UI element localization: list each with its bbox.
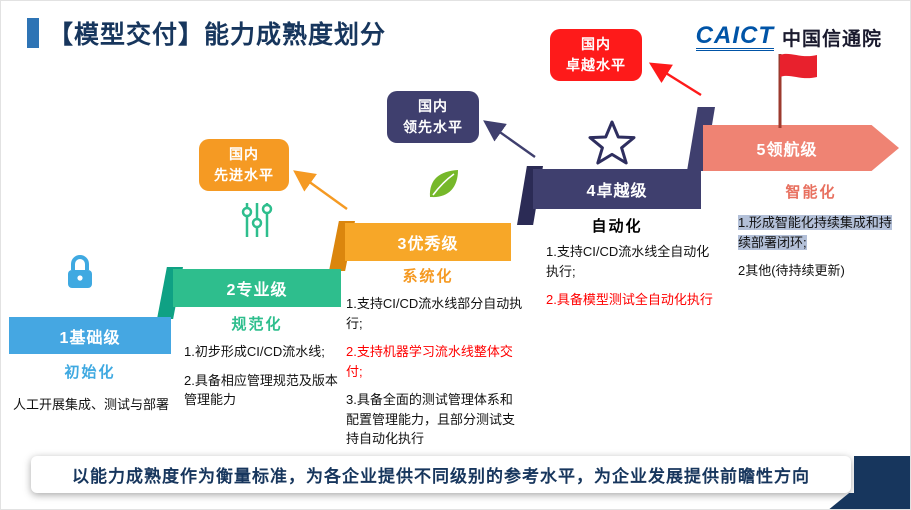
- list-item: 3.具备全面的测试管理体系和配置管理能力，且部分测试支持自动化执行: [346, 392, 516, 446]
- badge-domestic-leading: 国内 领先水平: [387, 91, 479, 143]
- title-bullet: [27, 18, 39, 48]
- level4-keyword: 自动化: [591, 218, 643, 235]
- level3-keyword: 系统化: [402, 268, 454, 285]
- level1-label: 1基础级: [59, 329, 121, 347]
- corner-decoration: [827, 493, 910, 509]
- level5-label: 5领航级: [756, 142, 818, 159]
- badge-domestic-excellent: 国内 卓越水平: [550, 29, 642, 81]
- badge-line: 国内: [581, 36, 611, 52]
- level5-keyword: 智能化: [785, 184, 837, 201]
- level3-description: 1.支持CI/CD流水线部分自动执行; 2.支持机器学习流水线整体交付; 3.具…: [346, 294, 524, 449]
- level3-label: 3优秀级: [397, 236, 459, 253]
- badge-line: 领先水平: [403, 119, 463, 135]
- arrow-to-excellent-badge: [648, 62, 702, 97]
- badge-line: 先进水平: [214, 167, 274, 183]
- footer-navy-bar: [854, 456, 910, 493]
- badge-line: 卓越水平: [566, 57, 626, 73]
- arrow-to-advanced-badge: [293, 170, 348, 210]
- level2-label: 2专业级: [226, 282, 288, 299]
- list-item: 1.初步形成CI/CD流水线;: [184, 344, 325, 359]
- list-item: 1.支持CI/CD流水线部分自动执行;: [346, 296, 523, 331]
- flag-icon: [778, 53, 817, 128]
- list-item: 1.形成智能化持续集成和持续部署闭环;: [738, 213, 900, 252]
- level3-bar: 3优秀级: [345, 223, 511, 261]
- leaf-icon: [429, 170, 458, 198]
- badge-line: 国内: [418, 98, 448, 114]
- level5-description: 1.形成智能化持续集成和持续部署闭环; 2其他(待持续更新): [738, 213, 900, 281]
- level4-bar: 4卓越级: [533, 169, 701, 209]
- level1-description: 人工开展集成、测试与部署: [13, 395, 171, 415]
- level2-bar: 2专业级: [173, 269, 341, 307]
- list-item: 2其他(待持续更新): [738, 263, 845, 278]
- level2-description: 1.初步形成CI/CD流水线; 2.具备相应管理规范及版本管理能力: [184, 342, 347, 410]
- sliders-icon: [241, 203, 273, 237]
- lock-icon: [68, 255, 92, 288]
- highlighted-text: 1.形成智能化持续集成和持续部署闭环;: [738, 215, 892, 250]
- star-icon: [588, 120, 636, 165]
- level5-arrow-bar: 5领航级: [703, 125, 899, 171]
- caict-logo-abbr: CAICT: [695, 23, 774, 52]
- level1-bar: 1基础级: [9, 317, 171, 354]
- list-item: 2.支持机器学习流水线整体交付;: [346, 344, 513, 379]
- footer-banner: 以能力成熟度作为衡量标准，为各企业提供不同级别的参考水平，为企业发展提供前瞻性方…: [31, 456, 851, 493]
- badge-domestic-advanced: 国内 先进水平: [199, 139, 289, 191]
- level2-keyword: 规范化: [231, 316, 283, 333]
- list-item: 1.支持CI/CD流水线全自动化执行;: [546, 244, 710, 279]
- list-item: 人工开展集成、测试与部署: [13, 397, 170, 412]
- caict-logo: CAICT 中国信通院: [695, 23, 882, 52]
- list-item: 2.具备模型测试全自动化执行: [546, 292, 713, 307]
- list-item: 2.具备相应管理规范及版本管理能力: [184, 372, 338, 408]
- badge-line: 国内: [229, 146, 259, 162]
- page-title-row: 【模型交付】能力成熟度划分: [27, 15, 386, 51]
- level4-description: 1.支持CI/CD流水线全自动化执行; 2.具备模型测试全自动化执行: [546, 242, 714, 310]
- caict-logo-name: 中国信通院: [781, 28, 882, 50]
- page-title: 【模型交付】能力成熟度划分: [48, 21, 387, 49]
- level1-keyword: 初始化: [64, 364, 116, 381]
- level4-label: 4卓越级: [586, 183, 648, 200]
- arrow-to-leading-badge: [483, 120, 536, 158]
